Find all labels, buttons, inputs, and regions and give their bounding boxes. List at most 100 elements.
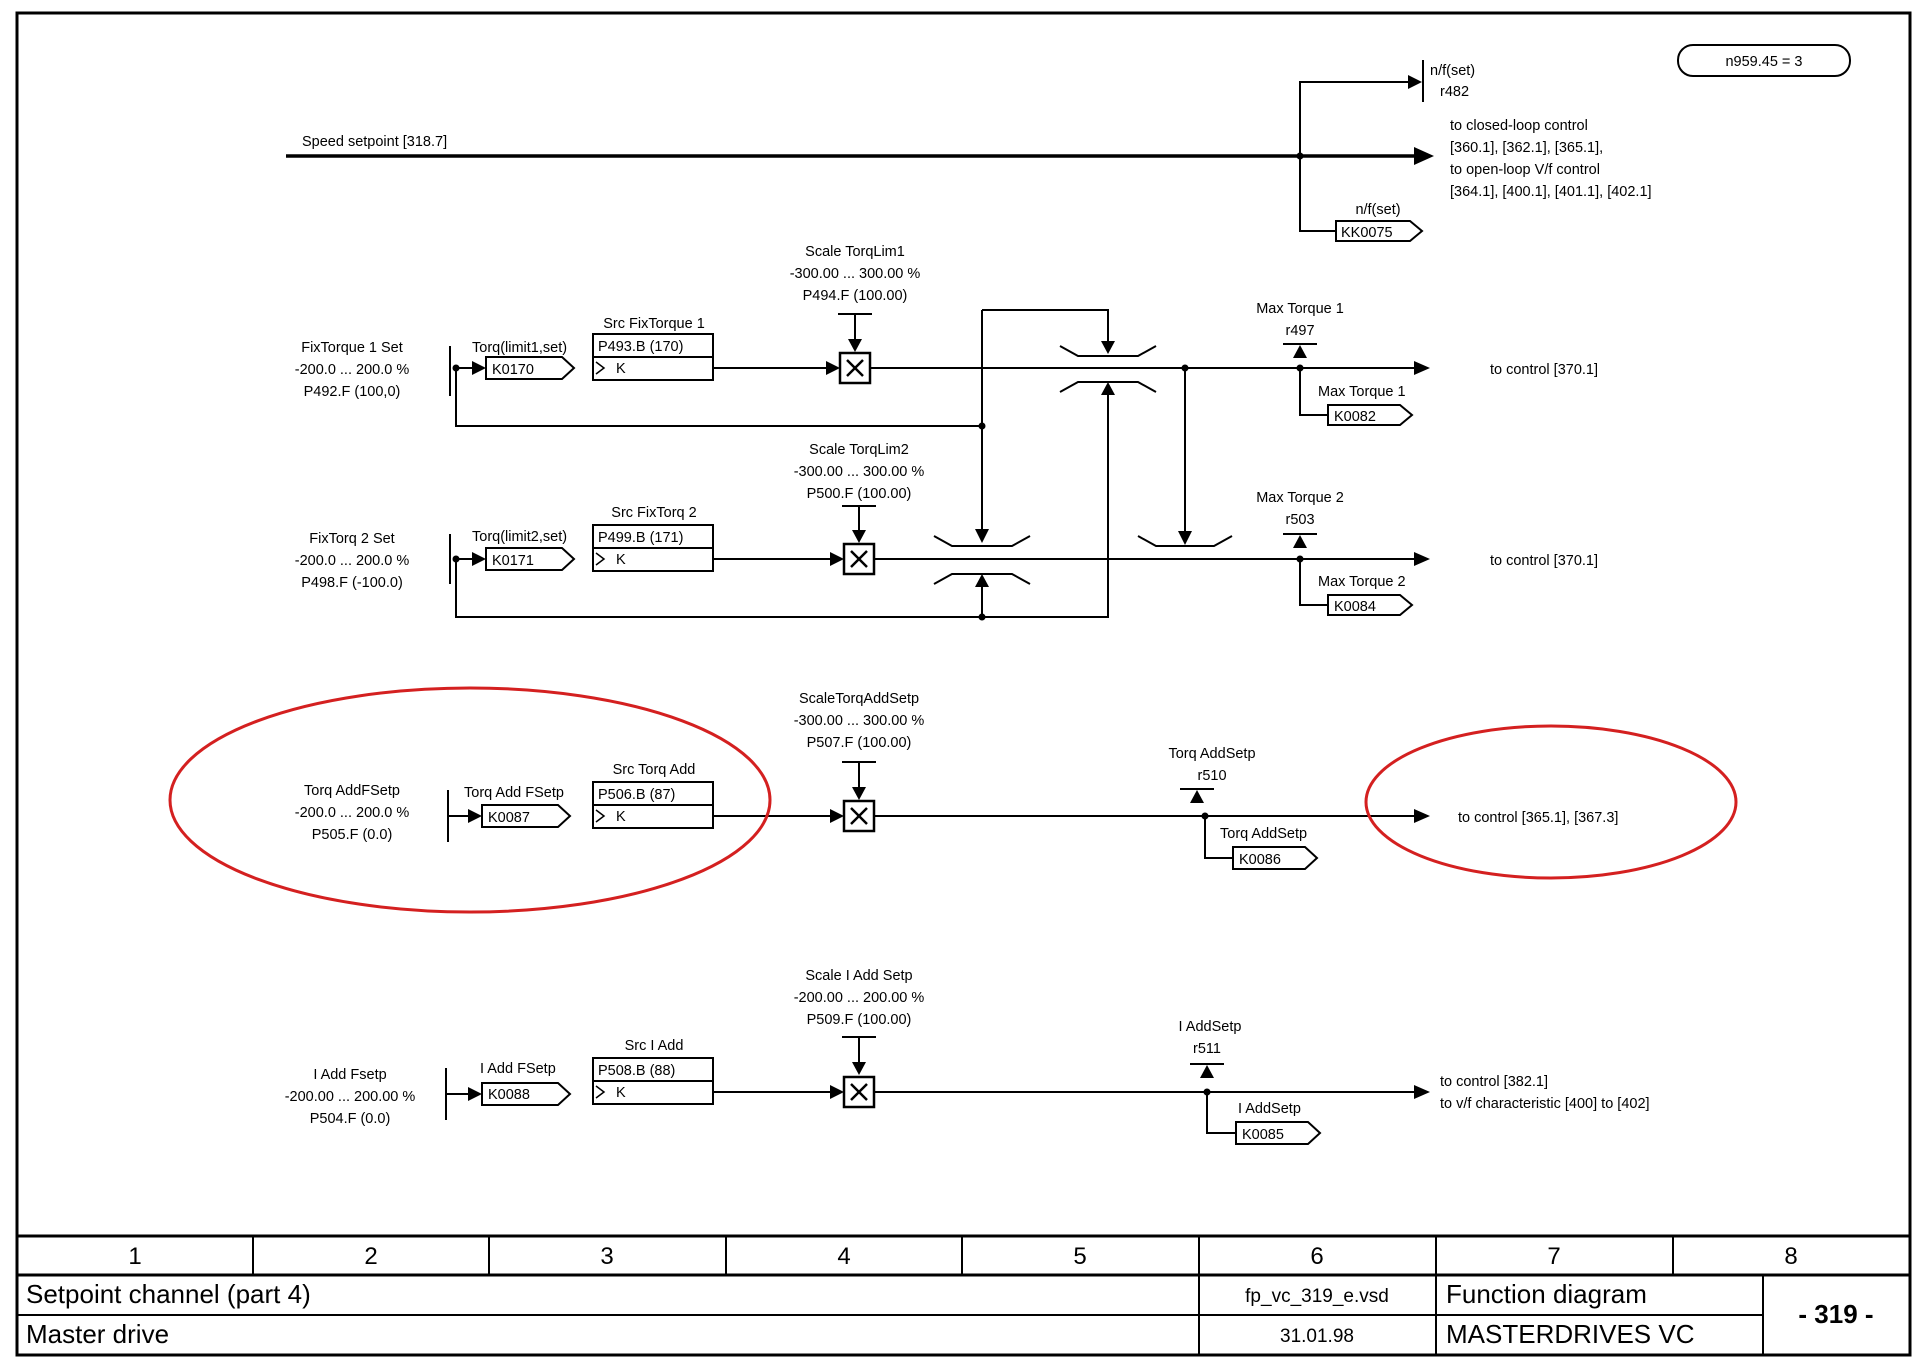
- ch3-output-connector: K0086: [1239, 852, 1281, 868]
- sheet-file: fp_vc_319_e.vsd: [1245, 1286, 1389, 1307]
- ch4-output-connector: K0085: [1242, 1127, 1284, 1143]
- channel-current-add: I Add Fsetp -200.00 ... 200.00 % P504.F …: [285, 968, 1650, 1145]
- badge-text: n959.45 = 3: [1725, 54, 1802, 70]
- ch1-display-name: Max Torque 1: [1256, 301, 1344, 317]
- ch1-output-name: Max Torque 1: [1318, 384, 1406, 400]
- channel-fixtorque-2: FixTorq 2 Set -200.0 ... 200.0 % P498.F …: [295, 442, 1598, 616]
- ch2-scale-range: -300.00 ... 300.00 %: [794, 464, 925, 480]
- ch1-source-label: Src FixTorque 1: [603, 316, 705, 332]
- speed-output-name: n/f(set): [1355, 202, 1400, 218]
- ch1-connector-label: Torq(limit1,set): [472, 340, 567, 356]
- ch3-connector: K0087: [488, 810, 530, 826]
- ch3-scale-name: ScaleTorqAddSetp: [799, 691, 919, 707]
- speed-output-connector: KK0075: [1341, 225, 1393, 241]
- ch3-input-name: Torq AddFSetp: [304, 783, 400, 799]
- parameter-badge: n959.45 = 3: [1677, 44, 1851, 77]
- ch3-display-name: Torq AddSetp: [1168, 746, 1255, 762]
- speed-destination-3: to open-loop V/f control: [1450, 162, 1600, 178]
- column-number-7: 7: [1547, 1243, 1560, 1270]
- ch1-input-name: FixTorque 1 Set: [301, 340, 403, 356]
- ch3-source-param: P506.B (87): [598, 787, 675, 803]
- column-number-1: 1: [128, 1243, 141, 1270]
- ch4-destination-2: to v/f characteristic [400] to [402]: [1440, 1096, 1650, 1112]
- ch4-source-k: K: [616, 1085, 626, 1101]
- ch2-input-param: P498.F (-100.0): [301, 575, 403, 591]
- speed-display-name: n/f(set): [1430, 63, 1475, 79]
- page-frame: [15, 11, 1912, 1357]
- ch1-input-param: P492.F (100,0): [304, 384, 401, 400]
- ch2-display-name: Max Torque 2: [1256, 490, 1344, 506]
- ch2-display-param: r503: [1285, 512, 1314, 528]
- ch4-input-name: I Add Fsetp: [313, 1067, 386, 1083]
- ch3-destination: to control [365.1], [367.3]: [1458, 810, 1618, 826]
- speed-destination-4: [364.1], [400.1], [401.1], [402.1]: [1450, 184, 1652, 200]
- ch1-scale-name: Scale TorqLim1: [805, 244, 905, 260]
- ch4-input-range: -200.00 ... 200.00 %: [285, 1089, 416, 1105]
- ch4-source-param: P508.B (88): [598, 1063, 675, 1079]
- ch2-source-param: P499.B (171): [598, 530, 683, 546]
- column-number-5: 5: [1073, 1243, 1086, 1270]
- ch1-destination: to control [370.1]: [1490, 362, 1598, 378]
- highlight-ellipse-input: [168, 686, 772, 914]
- ch2-scale-name: Scale TorqLim2: [809, 442, 909, 458]
- ch4-connector: K0088: [488, 1087, 530, 1103]
- speed-destination-2: [360.1], [362.1], [365.1],: [1450, 140, 1603, 156]
- title-block: 1 2 3 4 5 6 7 8 Setpoint channel (part 4…: [17, 1234, 1910, 1355]
- ch3-scale-param: P507.F (100.00): [807, 735, 912, 751]
- ch4-display-name: I AddSetp: [1179, 1019, 1242, 1035]
- sheet-date: 31.01.98: [1280, 1326, 1354, 1347]
- ch4-input-param: P504.F (0.0): [310, 1111, 391, 1127]
- sheet-title: Setpoint channel (part 4): [26, 1279, 311, 1309]
- column-number-4: 4: [837, 1243, 850, 1270]
- ch2-scale-param: P500.F (100.00): [807, 486, 912, 502]
- column-number-2: 2: [364, 1243, 377, 1270]
- ch2-destination: to control [370.1]: [1490, 553, 1598, 569]
- column-number-8: 8: [1784, 1243, 1797, 1270]
- ch1-display-param: r497: [1285, 323, 1314, 339]
- ch1-connector: K0170: [492, 362, 534, 378]
- ch4-source-label: Src I Add: [625, 1038, 684, 1054]
- ch1-input-range: -200.0 ... 200.0 %: [295, 362, 410, 378]
- ch3-scale-range: -300.00 ... 300.00 %: [794, 713, 925, 729]
- ch2-connector: K0171: [492, 553, 534, 569]
- speed-setpoint-label: Speed setpoint [318.7]: [302, 134, 447, 150]
- ch3-output-name: Torq AddSetp: [1220, 826, 1307, 842]
- sheet-page-number: - 319 -: [1798, 1299, 1873, 1329]
- ch4-scale-param: P509.F (100.00): [807, 1012, 912, 1028]
- sheet-type: Function diagram: [1446, 1279, 1647, 1309]
- ch1-output-connector: K0082: [1334, 409, 1376, 425]
- ch2-input-name: FixTorq 2 Set: [309, 531, 394, 547]
- ch1-scale-range: -300.00 ... 300.00 %: [790, 266, 921, 282]
- channel-fixtorque-1: FixTorque 1 Set -200.0 ... 200.0 % P492.…: [295, 244, 1598, 426]
- ch4-display-param: r511: [1193, 1041, 1221, 1057]
- ch4-scale-range: -200.00 ... 200.00 %: [794, 990, 925, 1006]
- ch1-source-k: K: [616, 361, 626, 377]
- ch2-connector-label: Torq(limit2,set): [472, 529, 567, 545]
- column-number-6: 6: [1310, 1243, 1323, 1270]
- ch3-connector-label: Torq Add FSetp: [464, 785, 564, 801]
- ch2-output-connector: K0084: [1334, 599, 1376, 615]
- column-number-3: 3: [600, 1243, 613, 1270]
- ch4-destination-1: to control [382.1]: [1440, 1074, 1548, 1090]
- ch2-output-name: Max Torque 2: [1318, 574, 1406, 590]
- ch2-input-range: -200.0 ... 200.0 %: [295, 553, 410, 569]
- ch2-source-label: Src FixTorq 2: [611, 505, 696, 521]
- ch3-source-k: K: [616, 809, 626, 825]
- torque-limit-crosslinks: [455, 309, 1233, 621]
- highlight-ellipse-output: [1364, 724, 1738, 880]
- channel-torque-add: Torq AddFSetp -200.0 ... 200.0 % P505.F …: [295, 691, 1618, 870]
- ch4-scale-name: Scale I Add Setp: [805, 968, 912, 984]
- ch2-source-k: K: [616, 552, 626, 568]
- sheet-product: MASTERDRIVES VC: [1446, 1319, 1695, 1349]
- sheet-subtitle: Master drive: [26, 1319, 169, 1349]
- ch4-output-name: I AddSetp: [1238, 1101, 1301, 1117]
- ch3-input-range: -200.0 ... 200.0 %: [295, 805, 410, 821]
- ch3-input-param: P505.F (0.0): [312, 827, 393, 843]
- ch3-source-label: Src Torq Add: [613, 762, 696, 778]
- speed-destination-1: to closed-loop control: [1450, 118, 1588, 134]
- ch4-connector-label: I Add FSetp: [480, 1061, 556, 1077]
- ch1-scale-param: P494.F (100.00): [803, 288, 908, 304]
- ch3-display-param: r510: [1197, 768, 1226, 784]
- speed-display-param: r482: [1440, 84, 1469, 100]
- speed-setpoint-path: Speed setpoint [318.7] n/f(set) r482 to …: [286, 60, 1652, 242]
